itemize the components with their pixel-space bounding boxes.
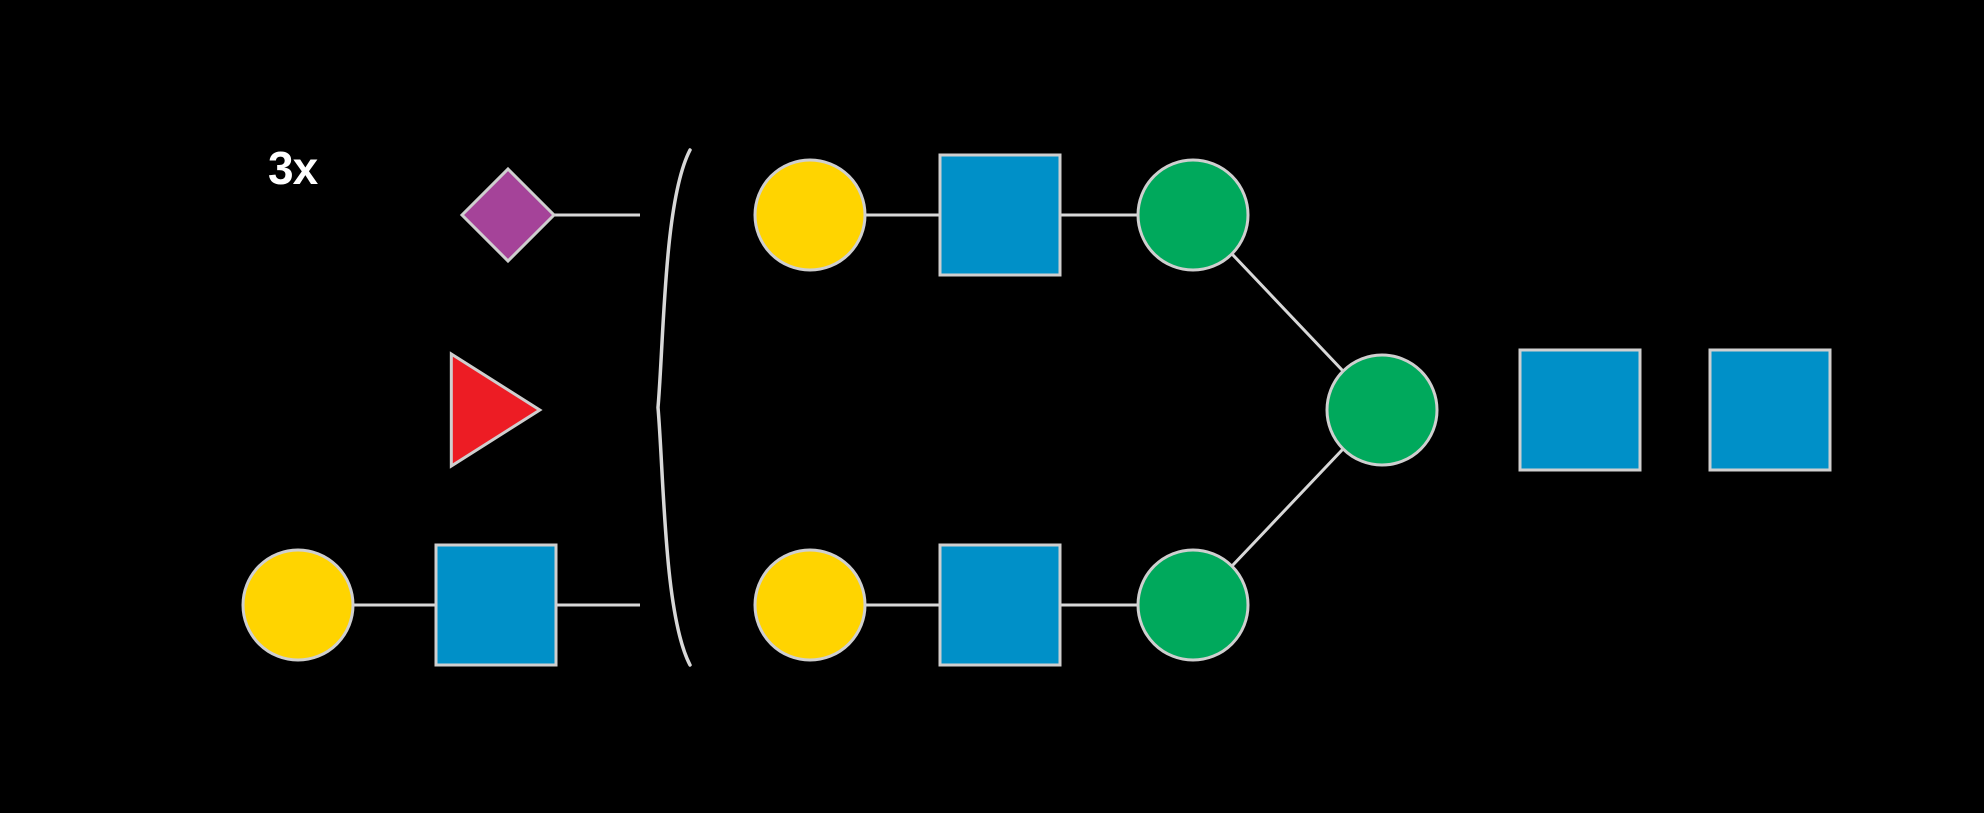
blue-square-glcnac-lower[interactable] — [938, 543, 1062, 667]
curly-bracket — [656, 148, 692, 667]
blue-square-glcnac-right-inner[interactable] — [1518, 348, 1642, 472]
green-circle-mannose-lower[interactable] — [1136, 548, 1250, 662]
multiplicity-label: 3x — [268, 142, 318, 194]
blue-square-glcnac-upper[interactable] — [938, 153, 1062, 277]
edge-lower-green-to-core — [1230, 447, 1345, 568]
blue-square-glcnac-bottom-left[interactable] — [434, 543, 558, 667]
edge-upper-green-to-core — [1230, 252, 1345, 373]
yellow-circle-galactose-upper[interactable] — [753, 158, 867, 272]
red-triangle-fucose[interactable] — [449, 351, 543, 469]
yellow-circle-galactose-bottom-left[interactable] — [241, 548, 355, 662]
green-circle-mannose-core[interactable] — [1325, 353, 1439, 467]
blue-square-glcnac-right-outer[interactable] — [1708, 348, 1832, 472]
purple-diamond-neuac[interactable] — [459, 166, 557, 264]
yellow-circle-galactose-lower[interactable] — [753, 548, 867, 662]
green-circle-mannose-upper[interactable] — [1136, 158, 1250, 272]
